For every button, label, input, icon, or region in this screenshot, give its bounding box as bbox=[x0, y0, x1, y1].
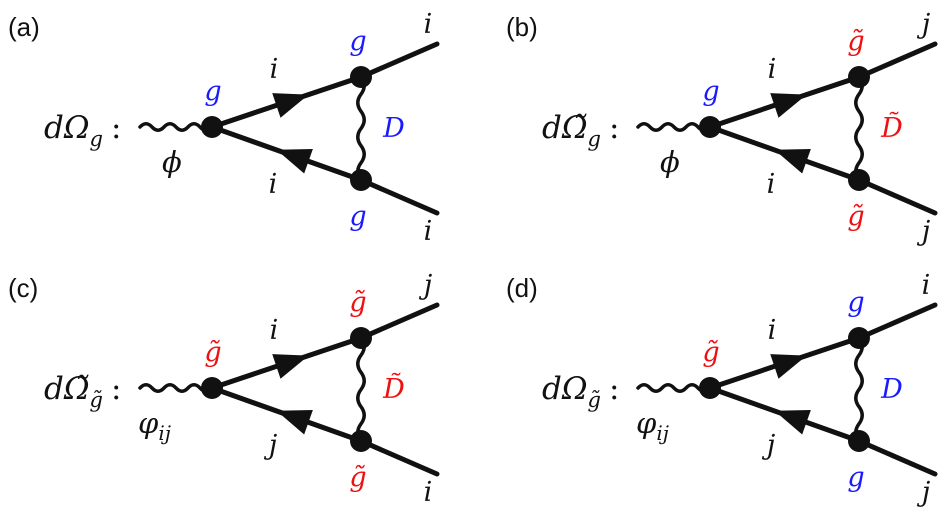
vertex-bottom bbox=[848, 430, 870, 452]
propagator-label: D bbox=[382, 113, 405, 144]
arrow-upper bbox=[272, 93, 309, 118]
boson-line bbox=[636, 383, 712, 393]
panel-label: (a) bbox=[8, 12, 40, 42]
upper-line-label: i bbox=[768, 54, 777, 85]
outgoing-bottom-label: i bbox=[424, 477, 433, 508]
lhs-expression: dΩ̃g̃: bbox=[44, 371, 121, 412]
panel-label: (d) bbox=[506, 273, 538, 303]
propagator-line bbox=[356, 336, 366, 443]
arrow-upper bbox=[770, 354, 807, 379]
vertex-top bbox=[848, 66, 870, 88]
propagator-label: D bbox=[880, 374, 903, 405]
panel-c: (c) dΩ̃g̃: φij g̃ g̃ g̃ D̃ i j j i bbox=[8, 270, 440, 508]
vertex-bottom bbox=[350, 430, 372, 452]
vertex-left bbox=[201, 116, 223, 138]
arrow-lower bbox=[276, 148, 313, 174]
bottom-vertex-label: g bbox=[847, 462, 864, 493]
boson-line bbox=[636, 122, 712, 132]
propagator-label: D̃ bbox=[880, 111, 903, 144]
vertex-left bbox=[201, 377, 223, 399]
lower-line-label: j bbox=[762, 430, 775, 461]
left-vertex-label: g bbox=[204, 76, 221, 107]
outgoing-bottom-label: i bbox=[424, 216, 433, 247]
vertex-bottom bbox=[848, 169, 870, 191]
propagator-label: D̃ bbox=[382, 372, 405, 405]
arrow-upper bbox=[272, 354, 309, 379]
panel-b: (b) dΩ̃g: ϕ g g̃ g̃ D̃ i i j j bbox=[506, 9, 938, 247]
outgoing-top-label: i bbox=[922, 270, 931, 301]
boson-line bbox=[138, 122, 214, 132]
lower-line-label: j bbox=[264, 430, 277, 461]
upper-line-label: i bbox=[270, 54, 279, 85]
boson-label: ϕ bbox=[162, 145, 182, 179]
left-vertex-label: g̃ bbox=[204, 337, 221, 368]
propagator-line bbox=[356, 75, 366, 182]
lower-line-label: i bbox=[767, 169, 776, 200]
outgoing-bottom-label: j bbox=[917, 477, 930, 508]
top-vertex-label: g̃ bbox=[847, 26, 864, 57]
arrow-lower bbox=[276, 409, 313, 435]
outgoing-top-label: j bbox=[917, 9, 930, 40]
boson-label: ϕ bbox=[660, 145, 680, 179]
bottom-vertex-label: g bbox=[349, 201, 366, 232]
boson-label: φij bbox=[138, 406, 171, 445]
bottom-vertex-label: g̃ bbox=[847, 201, 864, 232]
upper-line-label: i bbox=[768, 315, 777, 346]
arrow-lower bbox=[774, 148, 811, 174]
vertex-top bbox=[350, 327, 372, 349]
lhs-expression: dΩ̃g: bbox=[542, 110, 619, 151]
left-vertex-label: g̃ bbox=[702, 337, 719, 368]
arrow-lower bbox=[774, 409, 811, 435]
arrow-upper bbox=[770, 93, 807, 118]
panel-label: (b) bbox=[506, 12, 538, 42]
outgoing-bottom-label: j bbox=[917, 216, 930, 247]
vertex-bottom bbox=[350, 169, 372, 191]
outgoing-top-label: i bbox=[424, 9, 433, 40]
lhs-expression: dΩg: bbox=[44, 110, 121, 151]
propagator-line bbox=[854, 336, 864, 443]
bottom-vertex-label: g̃ bbox=[349, 462, 366, 493]
vertex-top bbox=[848, 327, 870, 349]
upper-line-label: i bbox=[270, 315, 279, 346]
panel-label: (c) bbox=[8, 273, 38, 303]
vertex-top bbox=[350, 66, 372, 88]
propagator-line bbox=[854, 75, 864, 182]
vertex-left bbox=[699, 377, 721, 399]
top-vertex-label: g̃ bbox=[349, 287, 366, 318]
top-vertex-label: g bbox=[847, 287, 864, 318]
boson-line bbox=[138, 383, 214, 393]
vertex-left bbox=[699, 116, 721, 138]
outgoing-top-label: j bbox=[419, 270, 432, 301]
top-vertex-label: g bbox=[349, 26, 366, 57]
lower-line-label: i bbox=[269, 169, 278, 200]
left-vertex-label: g bbox=[702, 76, 719, 107]
lhs-expression: dΩg̃: bbox=[542, 371, 619, 412]
boson-label: φij bbox=[636, 406, 669, 445]
